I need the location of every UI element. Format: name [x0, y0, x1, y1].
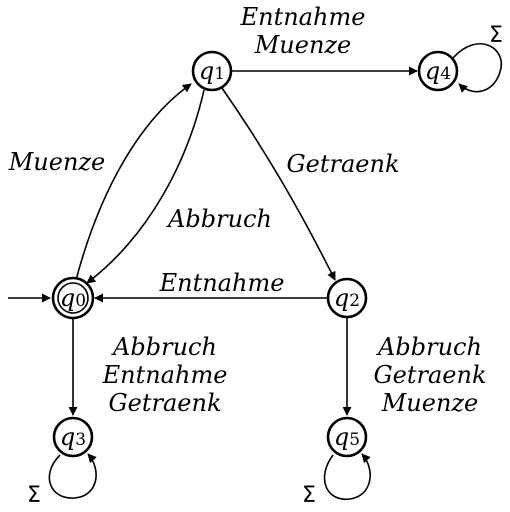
label-q0-q3-line1: Abbruch [111, 333, 217, 361]
label-q2-q5-line2: Getraenk [373, 361, 486, 389]
state-q4-circle [417, 50, 459, 92]
loop-q3 [48, 453, 97, 499]
state-q5-circle [326, 416, 368, 458]
state-q0-accepting-ring [57, 282, 89, 314]
state-q4[interactable]: q4 [417, 50, 459, 92]
state-q5[interactable]: q5 [326, 416, 368, 458]
label-q1-q4-line2: Muenze [254, 31, 352, 59]
state-q2-circle [326, 277, 368, 319]
label-loop-q4: Σ [489, 23, 503, 48]
state-q3[interactable]: q3 [52, 416, 94, 458]
state-q0-label: q0 [60, 284, 86, 312]
label-loop-q5: Σ [302, 483, 316, 508]
edge-q0-q1 [75, 83, 192, 281]
state-q1-label: q1 [199, 57, 225, 85]
edge-q1-q2 [221, 87, 336, 281]
label-q1-q4-line1: Entnahme [240, 3, 366, 31]
label-loop-q3: Σ [27, 483, 41, 508]
state-q5-label: q5 [334, 423, 360, 451]
label-q0-q3-line3: Getraenk [108, 389, 221, 417]
label-q1-q0: Abbruch [166, 205, 272, 233]
label-q0-q1: Muenze [8, 148, 106, 176]
label-q2-q0: Entnahme [159, 269, 285, 297]
loop-q5 [323, 453, 371, 500]
state-q0[interactable]: q0 [51, 276, 95, 320]
label-q1-q2: Getraenk [286, 150, 399, 178]
transition-labels: Entnahme Muenze Muenze Getraenk Abbruch … [8, 3, 503, 508]
state-q1-circle [191, 50, 233, 92]
state-q2[interactable]: q2 [326, 277, 368, 319]
state-q3-circle [52, 416, 94, 458]
edges [8, 43, 503, 500]
state-q1[interactable]: q1 [191, 50, 233, 92]
state-q4-label: q4 [425, 57, 451, 85]
state-q2-label: q2 [334, 284, 360, 312]
edge-q1-q0 [86, 89, 205, 284]
label-q0-q3-line2: Entnahme [102, 361, 228, 389]
states: q0 q1 q2 q3 q4 q5 [51, 50, 459, 458]
state-q3-label: q3 [60, 423, 86, 451]
loop-q4 [452, 43, 503, 93]
label-q2-q5-line3: Muenze [381, 389, 479, 417]
label-q2-q5-line1: Abbruch [376, 333, 482, 361]
